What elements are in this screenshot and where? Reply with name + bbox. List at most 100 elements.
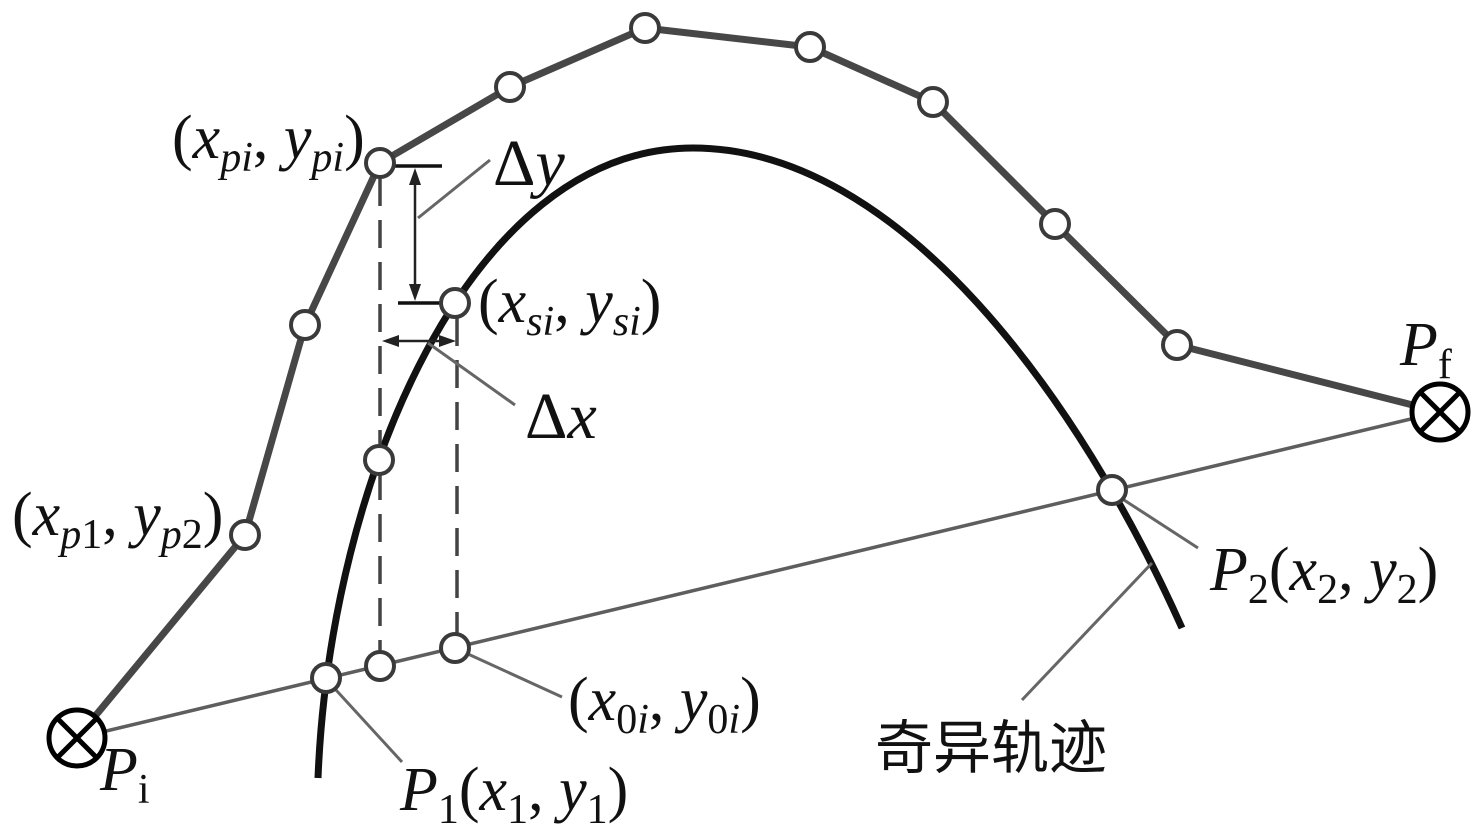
label-part: y <box>278 104 312 172</box>
path-node <box>229 519 261 551</box>
start-point-symbol <box>46 707 108 769</box>
curve-node <box>363 444 395 476</box>
label-part: ( <box>1269 536 1290 604</box>
delta-y-leader-line <box>417 158 491 220</box>
label-subscript: 2 <box>182 512 203 558</box>
label-part: , <box>649 666 680 734</box>
label-part: y <box>127 481 161 549</box>
label-subscript: i <box>728 697 740 743</box>
label-part: , <box>528 756 559 824</box>
label-part: P <box>1209 536 1248 604</box>
delta-x-arrowhead-right <box>439 335 456 347</box>
label-part: ( <box>172 104 193 172</box>
label-part: y <box>674 666 708 734</box>
path-node-pi <box>364 147 396 179</box>
label-subscript: 2 <box>1397 567 1418 613</box>
p2-leader-line <box>1123 498 1199 550</box>
point-0i-leader-line <box>467 652 563 699</box>
delta-y-arrowhead-top <box>409 168 421 185</box>
label-part: y <box>553 756 587 824</box>
label-part: x <box>566 380 596 453</box>
label-subscript: p <box>57 512 81 558</box>
delta-y-label: Δy <box>493 127 565 200</box>
label-subscript: si <box>526 299 554 345</box>
p1-leader-line <box>334 688 404 764</box>
singular-trajectory-label: 奇异轨迹 <box>875 716 1107 781</box>
end-point-symbol <box>1409 381 1471 443</box>
label-part: x <box>588 666 617 734</box>
label-part: y <box>529 127 565 200</box>
label-subscript: 1 <box>587 787 608 833</box>
path-node <box>1039 208 1071 240</box>
label-part: ) <box>344 104 365 172</box>
label-subscript: i <box>637 697 649 743</box>
path-node <box>494 71 526 103</box>
label-part: ) <box>641 268 662 336</box>
label-subscript: si <box>613 299 641 345</box>
point-si-coordinate-label: (xsi, ysi) <box>478 268 661 345</box>
label-part: y <box>579 268 613 336</box>
label-subscript: 1 <box>81 512 102 558</box>
intersection-node-p2 <box>1096 474 1128 506</box>
path-node <box>794 31 826 63</box>
label-part: x <box>32 481 61 549</box>
delta-x-arrowhead-left <box>382 335 399 347</box>
label-part: ( <box>459 756 480 824</box>
label-part: P <box>1399 311 1438 379</box>
label-subscript: 2 <box>1248 567 1269 613</box>
label-part: ) <box>740 666 761 734</box>
delta-x-label: Δx <box>525 380 597 453</box>
label-part: P <box>399 756 438 824</box>
delta-y-arrowhead-bottom <box>409 284 421 301</box>
singular-trajectory-leader-line <box>1020 561 1154 702</box>
label-part: ) <box>608 756 629 824</box>
label-part: y <box>1363 536 1397 604</box>
label-part: , <box>1338 536 1369 604</box>
straight-line-pi-to-pf <box>76 410 1441 740</box>
line-node <box>364 650 396 682</box>
label-part: ( <box>568 666 589 734</box>
point-p1-coordinate-label: (xp1, yp2) <box>12 481 223 558</box>
label-part: x <box>192 104 221 172</box>
label-part: P <box>99 736 138 804</box>
path-node <box>917 86 949 118</box>
label-subscript: 2 <box>1317 567 1338 613</box>
delta-symbol: Δ <box>493 127 535 200</box>
path-node <box>289 309 321 341</box>
label-part: ) <box>203 481 224 549</box>
label-part: , <box>102 481 133 549</box>
point-0i-coordinate-label: (x0i, y0i) <box>568 666 761 743</box>
delta-symbol: Δ <box>525 380 567 453</box>
label-subscript: i <box>138 767 150 813</box>
singular-trajectory-curve <box>314 144 1186 779</box>
label-subscript: pi <box>308 135 344 181</box>
label-part: ( <box>12 481 33 549</box>
intersection-node-p1 <box>310 662 342 694</box>
label-subscript: pi <box>217 135 253 181</box>
label-part: ) <box>1418 536 1439 604</box>
p1-intersection-label: P1(x1, y1) <box>399 756 628 833</box>
label-subscript: 1 <box>438 787 459 833</box>
start-point-label: Pi <box>99 736 150 813</box>
label-part: x <box>1289 536 1318 604</box>
end-point-label: Pf <box>1399 311 1452 388</box>
point-pi-coordinate-label: (xpi, ypi) <box>172 104 365 181</box>
curve-node-si <box>439 287 471 319</box>
label-part: x <box>498 268 527 336</box>
end-point-cross-icon <box>1418 390 1462 434</box>
line-node-0i <box>439 632 471 664</box>
p2-intersection-label: P2(x2, y2) <box>1209 536 1438 613</box>
path-node <box>629 12 661 44</box>
label-part: x <box>479 756 508 824</box>
path-node <box>1161 329 1193 361</box>
label-subscript: f <box>1438 342 1452 388</box>
label-subscript: 1 <box>507 787 528 833</box>
delta-x-leader-line <box>427 341 516 407</box>
label-subscript: p <box>158 512 182 558</box>
label-subscript: 0 <box>616 697 637 743</box>
label-part: , <box>253 104 284 172</box>
label-part: , <box>554 268 585 336</box>
label-part: ( <box>478 268 499 336</box>
start-point-cross-icon <box>55 716 99 760</box>
